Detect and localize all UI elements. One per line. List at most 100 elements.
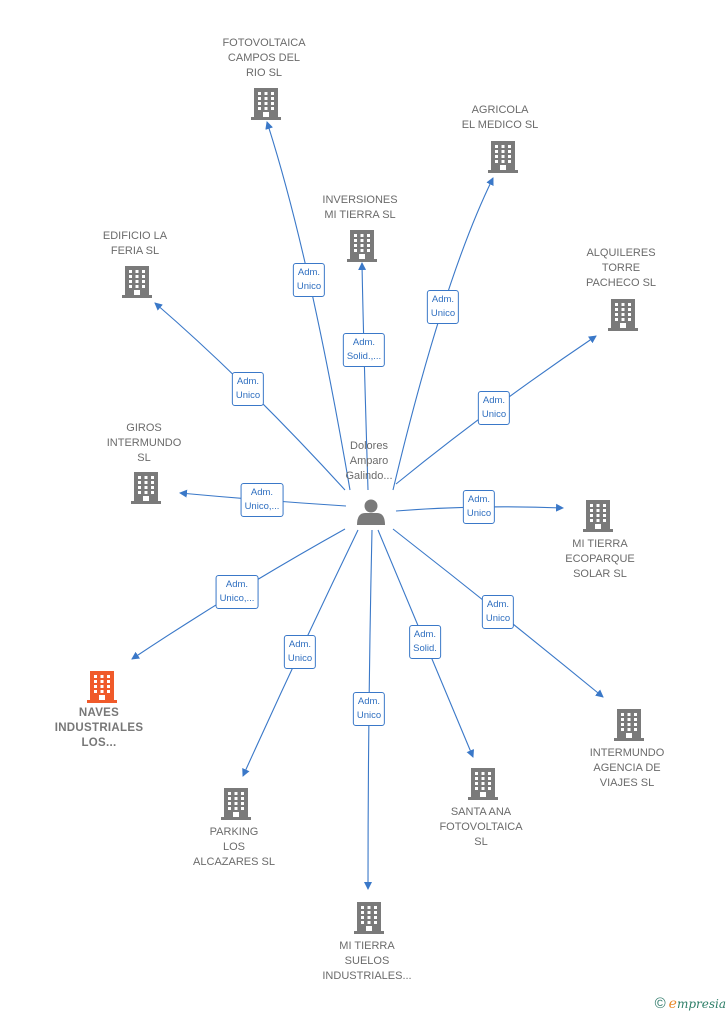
person-name-line: Amparo: [349, 455, 389, 467]
relation-label-line: Unico: [430, 308, 456, 319]
relation-label-line: Unico: [356, 710, 382, 721]
relation-label-edificio-la-feria[interactable]: Adm. Unico: [231, 372, 265, 406]
relation-label-line: Unico: [466, 508, 492, 519]
company-label-line: EDIFICIO LA: [102, 230, 168, 242]
relation-label-line: Adm.: [225, 579, 249, 590]
company-label-edificio-la-feria[interactable]: EDIFICIO LA FERIA SL: [103, 229, 167, 259]
relation-label-line: Unico,...: [219, 593, 255, 604]
relation-label-line: Solid.,...: [346, 351, 382, 362]
relation-label-line: Adm.: [431, 294, 455, 305]
naves-industriales-building-icon[interactable]: [87, 671, 117, 703]
relation-label-line: Unico,...: [244, 501, 280, 512]
inversiones-mi-tierra-building-icon[interactable]: [347, 230, 377, 262]
giros-intermundo-building-icon[interactable]: [131, 472, 161, 504]
relation-label-parking-los-alcazares[interactable]: Adm.Unico: [283, 635, 317, 669]
company-label-line: INTERMUNDO: [106, 437, 182, 449]
company-label-line: RIO SL: [245, 67, 283, 79]
relation-label-line: Adm.: [482, 395, 506, 406]
relation-label-alquileres-torre[interactable]: Adm. Unico: [477, 391, 511, 425]
company-label-mi-tierra-suelos[interactable]: MI TIERRA SUELOS INDUSTRIALES...: [322, 939, 411, 984]
company-label-line: PACHECO SL: [585, 277, 657, 289]
company-label-line: MI TIERRA: [339, 940, 395, 952]
relation-label-line: Unico: [481, 409, 507, 420]
company-label-inversiones-mi-tierra[interactable]: INVERSIONES MI TIERRA SL: [322, 193, 397, 223]
company-label-line: EL MEDICO SL: [461, 119, 539, 131]
edge-fotovoltaica-campos: [265, 121, 351, 491]
relation-label-giros-intermundo[interactable]: Adm. Unico,...: [240, 483, 284, 517]
relation-label-inversiones-mi-tierra[interactable]: Adm. Solid.,...: [342, 333, 386, 367]
santa-ana-fotovoltaica-building-icon[interactable]: [468, 768, 498, 800]
relation-label-line: Adm.: [486, 599, 510, 610]
relation-label-line: Adm.: [250, 487, 274, 498]
person-icon[interactable]: [357, 499, 385, 526]
mi-tierra-suelos-building-icon[interactable]: [354, 902, 384, 934]
company-label-line: MI TIERRA SL: [324, 209, 396, 221]
relation-label-santa-ana-fotovoltaica[interactable]: Adm. Solid.: [409, 625, 441, 659]
company-label-giros-intermundo[interactable]: GIROS INTERMUNDO SL: [107, 421, 182, 466]
company-label-agricola-el-medico[interactable]: AGRICOLA EL MEDICO SL: [462, 103, 539, 133]
company-label-mi-tierra-ecoparque[interactable]: MI TIERRA ECOPARQUE SOLAR SL: [565, 537, 634, 582]
person-name-line: Galindo...: [345, 470, 393, 482]
edge-agricola-el-medico: [392, 177, 494, 491]
company-label-fotovoltaica-campos[interactable]: FOTOVOLTAICA CAMPOS DEL RIO SL: [222, 36, 305, 81]
relation-label-fotovoltaica-campos[interactable]: Adm. Unico: [292, 263, 326, 297]
company-label-line: FOTOVOLTAICA: [439, 821, 523, 833]
company-label-alquileres-torre[interactable]: ALQUILERES TORRE PACHECO SL: [586, 246, 656, 291]
relation-label-intermundo-agencia[interactable]: Adm. Unico: [481, 595, 515, 629]
company-label-line: INVERSIONES: [322, 194, 398, 206]
fotovoltaica-campos-building-icon[interactable]: [251, 88, 281, 120]
company-label-line: SL: [474, 836, 488, 848]
company-label-line: LOS: [222, 841, 246, 853]
footer-brand[interactable]: ©empresia: [655, 995, 726, 1012]
company-label-line: AGENCIA DE: [593, 762, 661, 774]
company-label-line: INDUSTRIALES: [54, 722, 144, 734]
relation-label-line: Solid.: [413, 643, 437, 654]
company-label-line: NAVES: [78, 707, 120, 719]
company-label-line: INDUSTRIALES...: [322, 970, 412, 982]
relation-label-line: Adm.: [352, 337, 376, 348]
agricola-el-medico-building-icon[interactable]: [488, 141, 518, 173]
relation-label-mi-tierra-suelos[interactable]: Adm. Unico: [352, 692, 386, 726]
alquileres-torre-building-icon[interactable]: [608, 299, 638, 331]
company-label-intermundo-agencia[interactable]: INTERMUNDO AGENCIA DE VIAJES SL: [590, 746, 665, 791]
company-label-line: TORRE: [601, 262, 641, 274]
relation-label-line: Adm.: [297, 267, 321, 278]
person-name-line: Dolores: [350, 440, 388, 452]
company-label-line: CAMPOS DEL: [227, 52, 301, 64]
parking-los-alcazares-building-icon[interactable]: [221, 788, 251, 820]
relation-label-line: Unico: [296, 281, 322, 292]
nodes-layer: [87, 88, 644, 934]
company-label-line: FOTOVOLTAICA: [222, 37, 306, 49]
company-label-line: VIAJES SL: [599, 777, 655, 789]
company-label-line: GIROS: [126, 422, 162, 434]
company-label-line: MI TIERRA: [572, 538, 628, 550]
relation-label-naves-industriales[interactable]: Adm. Unico,...: [215, 575, 259, 609]
relation-label-line: Unico: [287, 653, 313, 664]
relation-label-line: Unico: [235, 390, 261, 401]
company-label-line: AGRICOLA: [471, 104, 529, 116]
company-label-line: SUELOS: [344, 955, 390, 967]
company-label-line: INTERMUNDO: [589, 747, 665, 759]
company-label-line: SL: [137, 452, 151, 464]
relation-label-line: Adm.: [467, 494, 491, 505]
relation-label-line: Adm.: [357, 696, 381, 707]
mi-tierra-ecoparque-building-icon[interactable]: [583, 500, 613, 532]
relation-label-line: Adm.: [236, 376, 260, 387]
copyright-symbol: ©: [654, 995, 666, 1012]
relation-label-line: Unico: [485, 613, 511, 624]
company-label-line: ALQUILERES: [586, 247, 656, 259]
intermundo-agencia-building-icon[interactable]: [614, 709, 644, 741]
company-label-line: SOLAR SL: [573, 568, 627, 580]
company-label-line: ALCAZARES SL: [193, 856, 275, 868]
relation-label-agricola-el-medico[interactable]: Adm. Unico: [426, 290, 460, 324]
company-label-line: FERIA SL: [110, 245, 160, 257]
relation-label-line: Adm.: [413, 629, 437, 640]
company-label-line: ECOPARQUE: [565, 553, 635, 565]
edificio-la-feria-building-icon[interactable]: [122, 266, 152, 298]
relation-label-mi-tierra-ecoparque[interactable]: Adm. Unico: [462, 490, 496, 524]
